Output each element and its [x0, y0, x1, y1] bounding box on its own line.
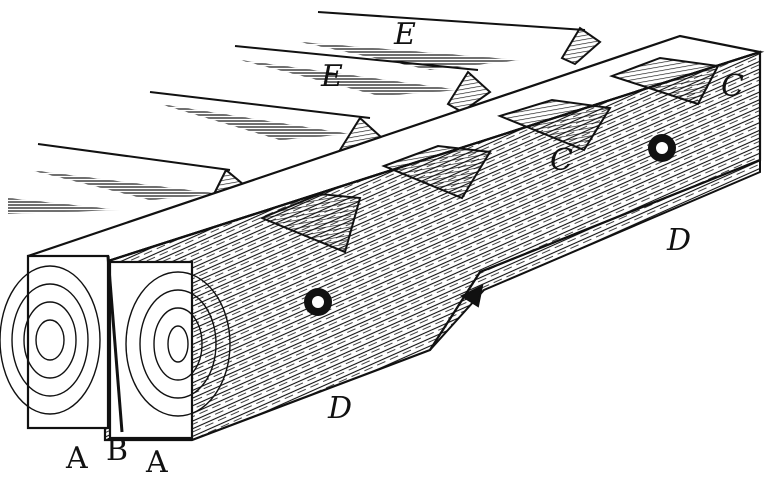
label-a-left: A — [66, 441, 88, 476]
label-e-lower: E — [321, 59, 343, 94]
label-d-front: D — [328, 391, 353, 426]
label-c-middle: C — [550, 143, 573, 178]
label-b: B — [106, 433, 129, 468]
slat-2 — [234, 45, 492, 114]
bottom-rail — [429, 158, 761, 351]
label-e-upper: E — [394, 17, 416, 52]
label-a-right: A — [146, 445, 168, 480]
seam-b — [106, 255, 124, 433]
label-c-right: C — [721, 69, 744, 104]
label-d-right: D — [667, 223, 692, 258]
slat-1 — [300, 11, 602, 70]
growth-rings — [0, 265, 231, 417]
end-face-a-left — [26, 254, 110, 430]
end-grain-faces — [0, 254, 231, 440]
beam-side-face — [103, 50, 762, 442]
end-face-a-right — [108, 260, 194, 440]
bolts — [304, 134, 676, 316]
triangular-cleats — [259, 56, 720, 254]
